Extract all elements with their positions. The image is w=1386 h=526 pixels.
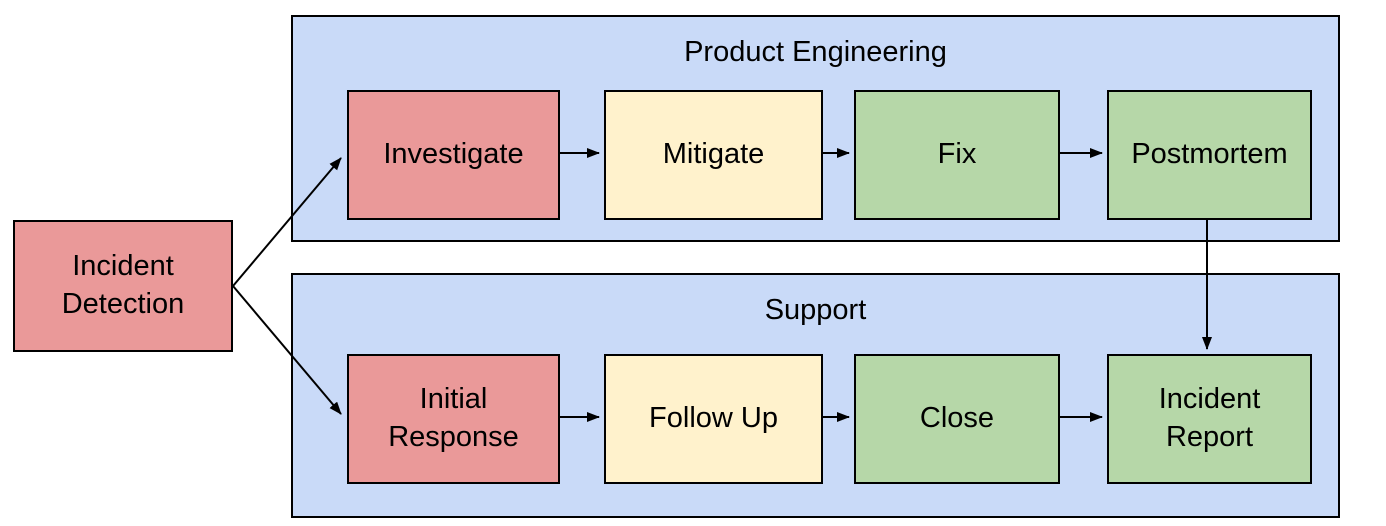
lane-title-product-engineering: Product Engineering	[684, 36, 947, 68]
node-label-incident-report: Incident Report	[1158, 383, 1261, 453]
node-label-initial-response: Initial Response	[388, 383, 519, 453]
node-label-follow-up: Follow Up	[649, 402, 778, 435]
lane-support: Support Initial Response Follow Up Close…	[291, 273, 1340, 518]
node-label-close: Close	[919, 402, 995, 435]
node-fix: Fix	[854, 90, 1060, 220]
node-label-incident-detection: Incident Detection	[61, 250, 185, 320]
node-incident-report: Incident Report	[1107, 354, 1312, 484]
node-postmortem: Postmortem	[1107, 90, 1312, 220]
node-initial-response: Initial Response	[347, 354, 560, 484]
node-label-fix: Fix	[937, 138, 977, 171]
lane-title-support: Support	[764, 294, 867, 326]
node-label-mitigate: Mitigate	[662, 138, 765, 171]
node-incident-detection: Incident Detection	[13, 220, 233, 352]
node-follow-up: Follow Up	[604, 354, 823, 484]
node-label-postmortem: Postmortem	[1131, 138, 1288, 171]
node-label-investigate: Investigate	[383, 138, 524, 171]
lane-product-engineering: Product Engineering Investigate Mitigate…	[291, 15, 1340, 242]
node-close: Close	[854, 354, 1060, 484]
node-mitigate: Mitigate	[604, 90, 823, 220]
node-investigate: Investigate	[347, 90, 560, 220]
